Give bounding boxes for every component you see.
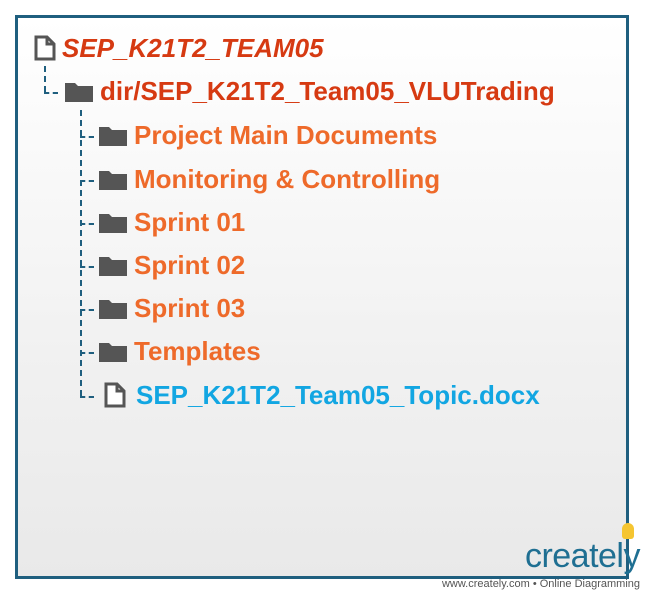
tree-item-label: Templates bbox=[134, 336, 261, 366]
tree-item-label: SEP_K21T2_Team05_Topic.docx bbox=[136, 380, 540, 410]
tree-item-label: Sprint 03 bbox=[134, 293, 246, 323]
creately-branding: creately www.creately.com • Online Diagr… bbox=[441, 523, 641, 590]
tree-item-folder[interactable]: Project Main Documents bbox=[98, 120, 437, 150]
connector-line bbox=[80, 396, 94, 398]
connector-line bbox=[44, 66, 46, 92]
tagline: www.creately.com • Online Diagramming bbox=[441, 578, 640, 590]
connector-line bbox=[80, 352, 94, 354]
logo-text: creately bbox=[524, 537, 641, 575]
creately-logo: creately bbox=[442, 523, 641, 576]
document-icon bbox=[104, 382, 126, 408]
tree-item-folder[interactable]: Sprint 02 bbox=[98, 250, 245, 280]
connector-line bbox=[80, 309, 94, 311]
tree-root[interactable]: SEP_K21T2_TEAM05 bbox=[34, 33, 324, 63]
tree-item-file[interactable]: SEP_K21T2_Team05_Topic.docx bbox=[104, 380, 540, 410]
tree-item-label: Project Main Documents bbox=[134, 120, 438, 150]
tree-item-label: Sprint 02 bbox=[134, 250, 246, 280]
folder-icon bbox=[99, 343, 127, 362]
tree-item-label: Monitoring & Controlling bbox=[134, 164, 441, 194]
tree-item-folder[interactable]: Monitoring & Controlling bbox=[98, 164, 440, 194]
connector-line bbox=[80, 266, 94, 268]
folder-icon bbox=[99, 214, 127, 233]
tree-dir-label: dir/SEP_K21T2_Team05_VLUTrading bbox=[100, 76, 555, 106]
tree-item-label: Sprint 01 bbox=[134, 207, 246, 237]
tree-root-label: SEP_K21T2_TEAM05 bbox=[62, 33, 324, 63]
tree-item-folder[interactable]: Sprint 03 bbox=[98, 293, 245, 323]
tree-dir[interactable]: dir/SEP_K21T2_Team05_VLUTrading bbox=[64, 76, 555, 106]
connector-line bbox=[44, 92, 58, 94]
folder-icon bbox=[99, 171, 127, 190]
diagram-canvas bbox=[15, 15, 629, 579]
folder-icon bbox=[65, 83, 93, 102]
connector-line bbox=[80, 180, 94, 182]
tree-item-folder[interactable]: Templates bbox=[98, 336, 261, 366]
folder-icon bbox=[99, 300, 127, 319]
document-icon bbox=[34, 35, 56, 61]
tree-item-folder[interactable]: Sprint 01 bbox=[98, 207, 245, 237]
lightbulb-icon bbox=[622, 523, 634, 539]
connector-line bbox=[80, 110, 82, 396]
connector-line bbox=[80, 223, 94, 225]
connector-line bbox=[80, 136, 94, 138]
folder-icon bbox=[99, 127, 127, 146]
folder-icon bbox=[99, 257, 127, 276]
